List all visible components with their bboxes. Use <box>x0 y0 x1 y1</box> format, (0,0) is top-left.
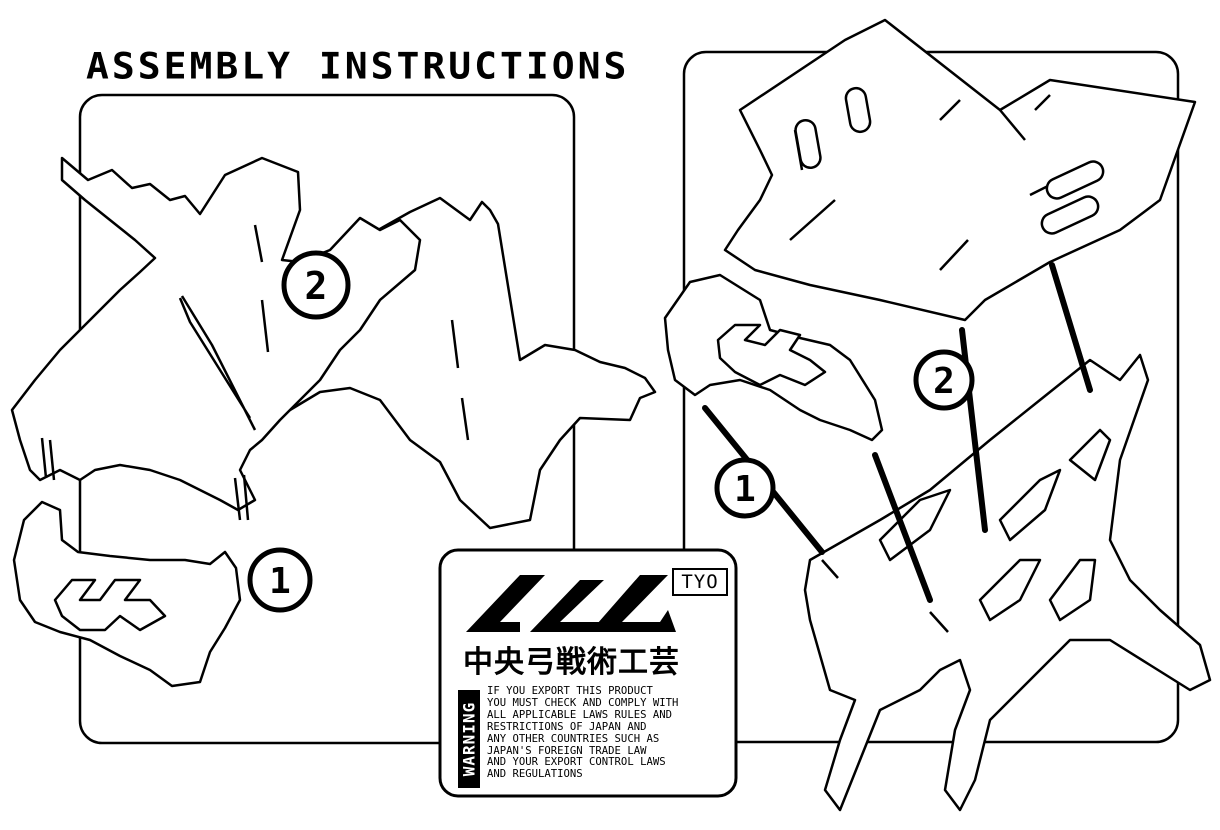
brand-kanji: 中央弓戦術工芸 <box>463 645 680 680</box>
right-slot-oval-4 <box>844 86 872 134</box>
step-2-right-label: 2 <box>933 361 955 402</box>
step-2-right: 2 <box>913 349 975 411</box>
warning-line: AND YOUR EXPORT CONTROL LAWS <box>487 756 666 769</box>
warning-line: IF YOU EXPORT THIS PRODUCT <box>487 685 653 697</box>
right-slot-oval-3 <box>794 118 822 170</box>
brand-mark-logo <box>466 575 676 632</box>
left-wing-plate <box>10 156 422 512</box>
step-1-left-label: 1 <box>269 561 291 602</box>
right-slot-oval-1 <box>1045 160 1105 200</box>
tyo-badge: TYO <box>672 568 728 596</box>
rod-2c <box>1049 262 1093 393</box>
right-slot-oval-2 <box>1040 195 1100 235</box>
warning-line: ANY OTHER COUNTRIES SUCH AS <box>487 732 660 745</box>
step-1-right: 1 <box>714 457 776 519</box>
left-slots <box>40 224 470 521</box>
step-2-left: 2 <box>281 250 351 320</box>
left-base-emblem <box>53 578 167 632</box>
warning-line: ALL APPLICABLE LAWS RULES AND <box>487 708 672 721</box>
right-top-plate <box>723 18 1197 322</box>
right-frame-tabs <box>821 559 949 633</box>
rod-2a <box>872 452 933 603</box>
logo-card <box>438 548 738 798</box>
step-1-right-label: 1 <box>734 469 756 510</box>
warning-line: JAPAN'S FOREIGN TRADE LAW <box>487 744 647 757</box>
right-frame-cutouts <box>878 428 1112 622</box>
right-bracket-emblem <box>716 323 827 387</box>
step-2-left-label: 2 <box>305 264 328 308</box>
warning-label-text: WARNING <box>459 701 479 777</box>
warning-label: WARNING <box>458 690 480 788</box>
warning-line: AND REGULATIONS <box>487 768 583 781</box>
right-assembled-view <box>663 18 1212 812</box>
left-fold-lines <box>178 295 257 431</box>
warning-line: YOU MUST CHECK AND COMPLY WITH <box>487 696 679 709</box>
page-title: ASSEMBLY INSTRUCTIONS <box>86 45 630 87</box>
step-1-left: 1 <box>247 547 313 613</box>
warning-line: RESTRICTIONS OF JAPAN AND <box>487 720 647 733</box>
